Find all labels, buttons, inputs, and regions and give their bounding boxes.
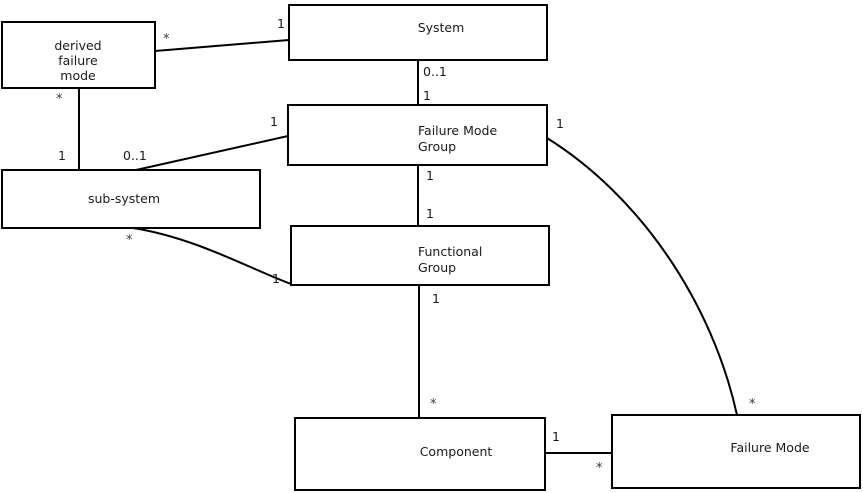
class-label-functional-group-line1: Functional — [418, 244, 482, 259]
class-box-rect — [287, 104, 548, 166]
class-box-component[interactable]: Component — [294, 417, 546, 491]
multiplicity-sub-system-to-failure-mode-group: 0..1 — [123, 148, 147, 163]
class-label-failure-mode-group-line2: Group — [418, 139, 456, 154]
class-label-failure-mode-group-line1: Failure Mode — [418, 123, 497, 138]
class-box-rect — [611, 414, 861, 489]
class-box-system[interactable]: System — [288, 4, 548, 61]
class-label-derived-failure-mode-line3: mode — [60, 68, 96, 83]
multiplicity-system-down: 0..1 — [423, 64, 447, 79]
multiplicity-system-to-derived-failure-mode: 1 — [277, 16, 285, 31]
class-label-derived-failure-mode-line1: derived — [54, 38, 101, 53]
multiplicity-failure-mode-group-down: 1 — [426, 168, 434, 183]
class-box-rect — [290, 225, 550, 286]
class-box-rect — [294, 417, 546, 491]
association-failure-mode-group-failure-mode — [546, 137, 738, 416]
multiplicity-failure-mode-top: * — [749, 397, 756, 412]
multiplicity-derived-failure-mode-to-system: * — [163, 32, 170, 47]
class-box-rect — [1, 169, 261, 229]
multiplicity-sub-system-up: 1 — [58, 148, 66, 163]
class-label-system: System — [418, 20, 465, 35]
multiplicity-sub-system-down: * — [126, 233, 133, 248]
multiplicity-functional-group-down: 1 — [432, 291, 440, 306]
multiplicity-derived-failure-mode-down: * — [56, 92, 63, 107]
class-label-sub-system: sub-system — [88, 191, 160, 206]
multiplicity-failure-mode-group-from-sub-system: 1 — [270, 114, 278, 129]
association-sub-system-failure-mode-group — [135, 135, 289, 171]
class-label-failure-mode: Failure Mode — [730, 440, 809, 455]
multiplicity-failure-mode-left: * — [596, 461, 603, 476]
class-label-functional-group-line2: Group — [418, 260, 456, 275]
multiplicity-functional-group-left: 1 — [272, 271, 280, 286]
multiplicity-functional-group-up: 1 — [426, 206, 434, 221]
class-box-failure-mode-group[interactable]: Failure Mode Group — [287, 104, 548, 166]
class-box-failure-mode[interactable]: Failure Mode — [611, 414, 861, 489]
multiplicity-failure-mode-group-right: 1 — [556, 116, 564, 131]
multiplicity-failure-mode-group-up: 1 — [423, 88, 431, 103]
class-box-functional-group[interactable]: Functional Group — [290, 225, 550, 286]
association-derived-failure-mode-system — [154, 39, 290, 52]
class-box-rect — [288, 4, 548, 61]
class-box-rect — [1, 21, 156, 89]
multiplicity-component-right: 1 — [552, 429, 560, 444]
class-box-derived-failure-mode[interactable]: derived failure mode — [1, 21, 156, 89]
class-label-derived-failure-mode-line2: failure — [58, 53, 98, 68]
class-label-component: Component — [420, 444, 493, 459]
class-box-sub-system[interactable]: sub-system — [1, 169, 261, 229]
multiplicity-component-up: * — [430, 397, 437, 412]
association-sub-system-functional-group — [132, 227, 292, 285]
